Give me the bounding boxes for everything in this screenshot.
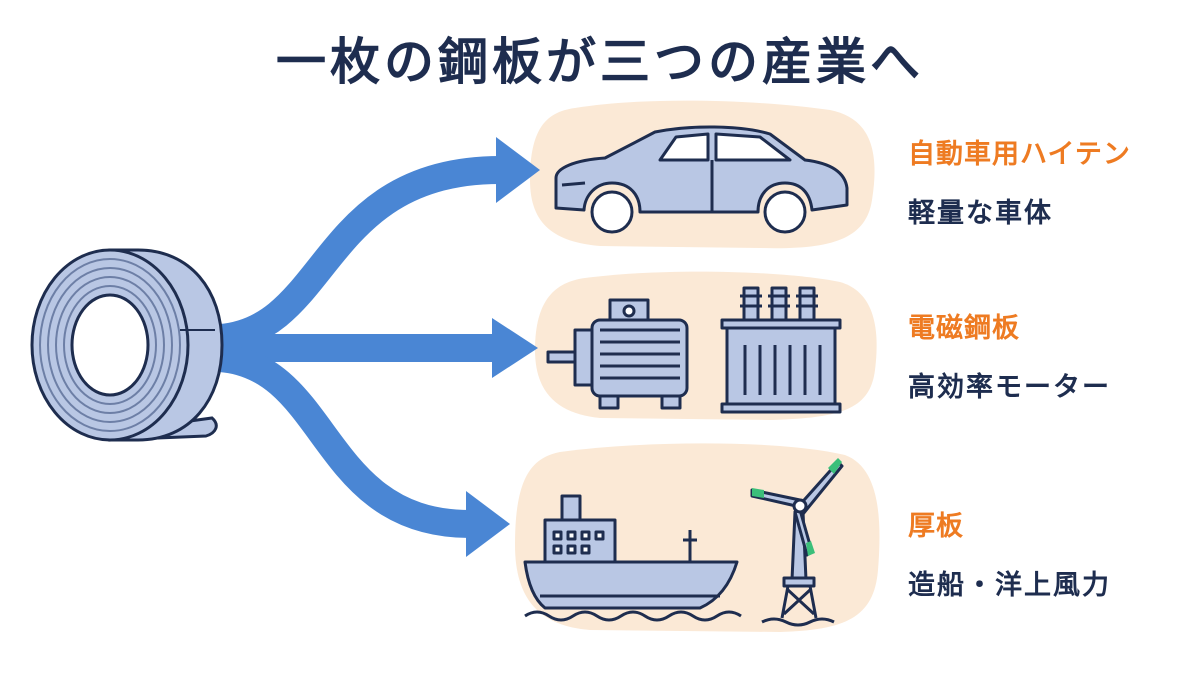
arrow-to-car (218, 156, 501, 352)
branch-heading-electrical-steel: 電磁鋼板 (908, 313, 1020, 344)
electric-motor-icon (546, 298, 689, 410)
arrow-to-ship (218, 344, 471, 538)
arrow-head-motor (492, 318, 538, 378)
ship-icon (523, 494, 742, 622)
arrow-head-car (496, 137, 540, 203)
wind-turbine-icon (750, 458, 844, 627)
branch-arrows (218, 156, 501, 538)
page-title: 一枚の鋼板が三つの産業へ (276, 33, 924, 91)
branch-label-electrical-steel: 電磁鋼板 高効率モーター (908, 306, 1111, 404)
branch-heading-automotive: 自動車用ハイテン (908, 139, 1131, 170)
car-body-icon (554, 125, 849, 234)
transformer-icon (720, 286, 842, 414)
branch-heading-heavy-plate: 厚板 (908, 511, 964, 542)
branch-subtitle-automotive: 軽量な車体 (908, 198, 1053, 229)
branch-label-automotive: 自動車用ハイテン 軽量な車体 (908, 132, 1131, 230)
branch-subtitle-heavy-plate: 造船・洋上風力 (908, 570, 1111, 601)
branch-label-heavy-plate: 厚板 造船・洋上風力 (908, 504, 1111, 602)
steel-coil-icon (30, 248, 224, 442)
branch-subtitle-electrical-steel: 高効率モーター (908, 372, 1111, 403)
arrow-head-ship (466, 491, 510, 557)
